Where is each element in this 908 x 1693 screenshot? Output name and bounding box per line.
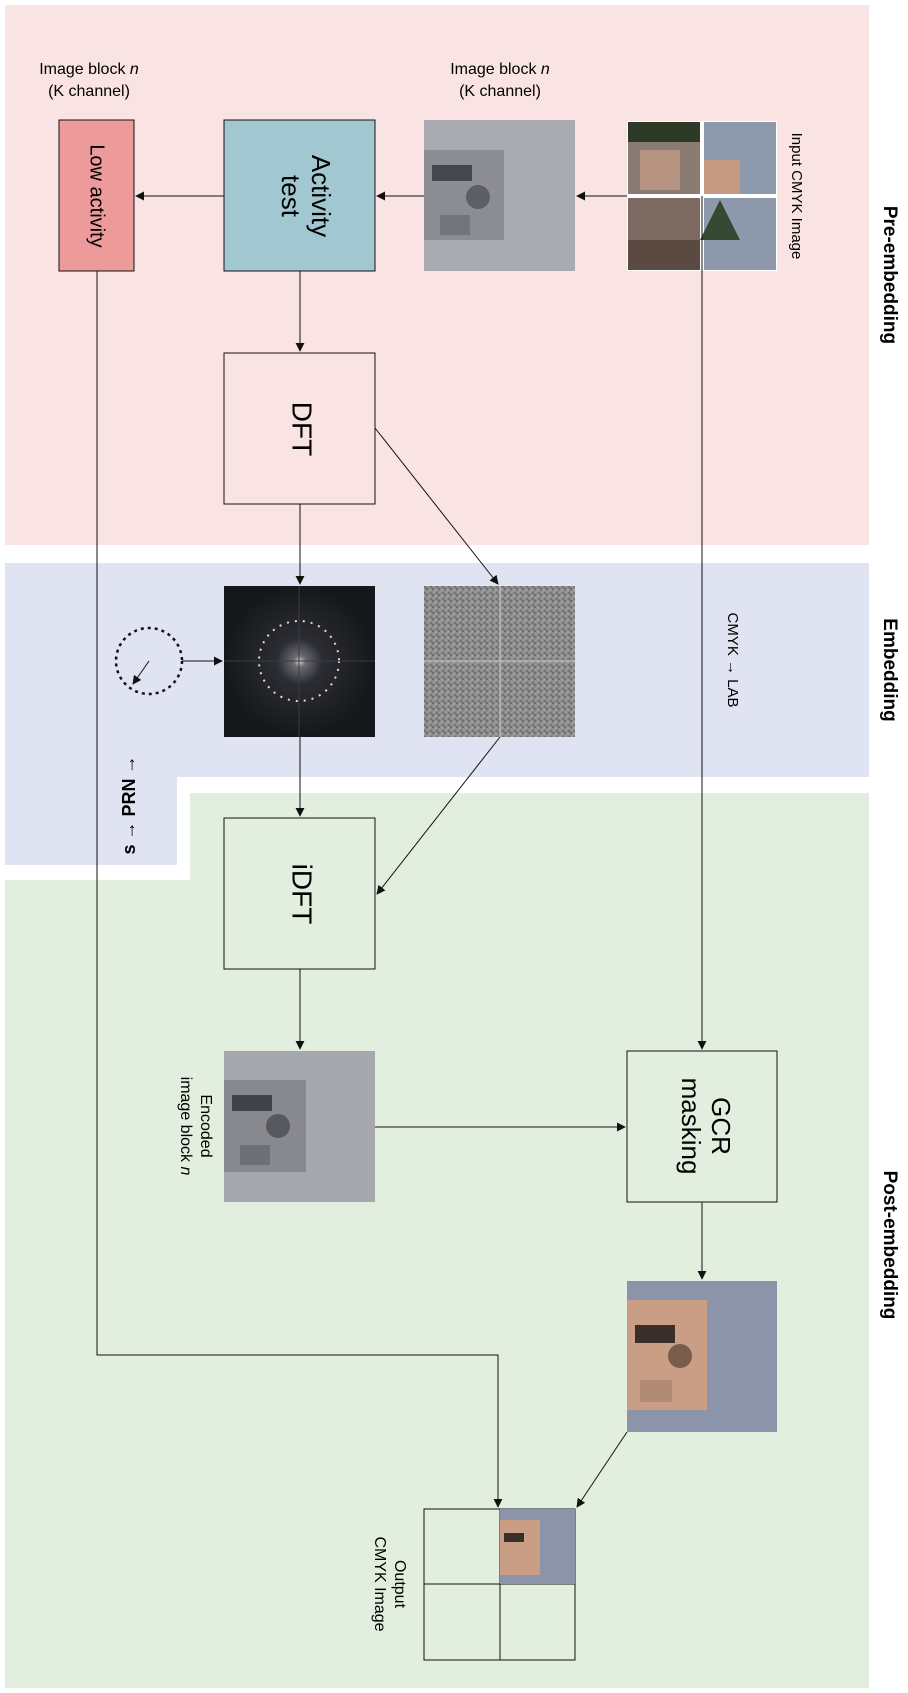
section-title-embedding: Embedding <box>879 618 900 721</box>
flow-arrows <box>96 191 707 1508</box>
section-title-pre: Pre-embedding <box>879 206 900 344</box>
low-activity-block-label: Image block n <box>39 61 139 78</box>
image-block-channel-label: (K channel) <box>459 83 541 100</box>
low-activity-channel-label: (K channel) <box>48 83 130 100</box>
input-image-label: Input CMYK Image <box>788 133 805 260</box>
image-block-label: Image block n <box>450 61 550 78</box>
activity-test-label-line1: Activity <box>306 155 336 237</box>
section-title-post: Post-embedding <box>879 1171 900 1320</box>
dft-label: DFT <box>287 402 318 456</box>
gcr-masked-color-image <box>627 1281 777 1432</box>
activity-test-label-line2: test <box>276 175 306 218</box>
pre-embedding-region <box>5 5 869 545</box>
fft-magnitude-image <box>224 586 375 737</box>
encoded-label-line1: Encoded <box>197 1094 214 1157</box>
low-activity-label: Low activity <box>86 144 108 247</box>
cmyk-lab-label: CMYK → LAB <box>724 612 741 707</box>
post-embedding-region <box>5 793 869 1688</box>
low-activity-box <box>58 119 135 272</box>
idft-label: iDFT <box>287 864 318 925</box>
encoded-image-block <box>224 1051 375 1202</box>
output-cmyk-image <box>423 1508 576 1661</box>
prn-chain-label: s → PRN → <box>119 755 139 854</box>
output-label-line1: Output <box>391 1560 408 1609</box>
gcr-label-line1: GCR <box>706 1097 736 1155</box>
output-label-line2: CMYK Image <box>371 1536 388 1631</box>
phase-noise-image <box>424 586 575 737</box>
input-cmyk-image <box>627 121 777 271</box>
image-block-k-channel <box>424 120 575 271</box>
gcr-label-line2: masking <box>676 1078 706 1175</box>
encoded-label-line2: image block n <box>177 1077 194 1176</box>
